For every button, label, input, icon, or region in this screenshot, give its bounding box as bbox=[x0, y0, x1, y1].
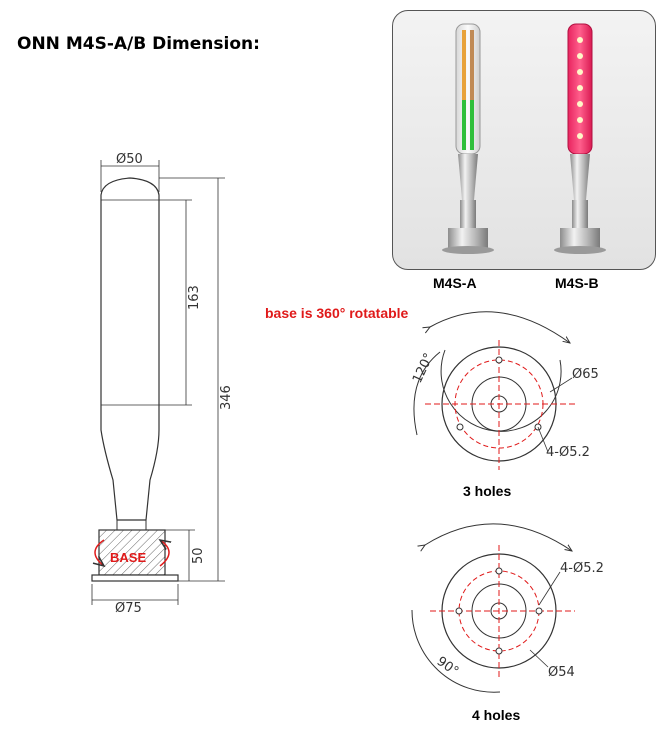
dim-tube-height: 163 bbox=[187, 285, 202, 310]
lamp-outline bbox=[100, 177, 160, 521]
base-rotate-arrow-left bbox=[95, 539, 104, 566]
four-holes-spec: 4-Ø5.2 bbox=[560, 561, 604, 576]
dim-base-diameter: Ø75 bbox=[115, 601, 142, 616]
three-holes-spec: 4-Ø5.2 bbox=[546, 445, 590, 460]
dim-total-height: 346 bbox=[219, 385, 234, 410]
three-holes-caption: 3 holes bbox=[463, 483, 512, 499]
lamp-a bbox=[442, 23, 494, 254]
four-holes-angle: 90° bbox=[434, 654, 461, 680]
model-label-a: M4S-A bbox=[433, 275, 477, 291]
base-rotate-arrow-right bbox=[160, 540, 169, 567]
base-label: BASE bbox=[110, 550, 147, 565]
lamp-b bbox=[554, 23, 606, 254]
page-title: ONN M4S-A/B Dimension: bbox=[17, 34, 260, 54]
product-photo-frame bbox=[392, 10, 656, 270]
dim-top-diameter: Ø50 bbox=[116, 152, 143, 167]
dim-base-height: 50 bbox=[191, 547, 206, 564]
model-label-b: M4S-B bbox=[555, 275, 599, 291]
three-holes-pcd: Ø65 bbox=[572, 367, 599, 382]
four-holes-caption: 4 holes bbox=[472, 707, 521, 723]
four-holes-pcd: Ø54 bbox=[548, 665, 575, 680]
rotation-note: base is 360° rotatable bbox=[265, 305, 409, 321]
